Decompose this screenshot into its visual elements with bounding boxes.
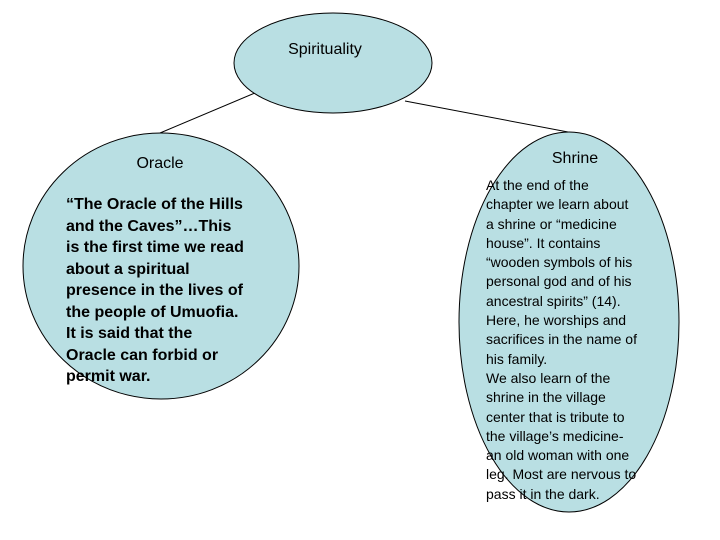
oracle-description: “The Oracle of the Hills and the Caves”…… — [66, 196, 244, 385]
spirituality-label: Spirituality — [288, 41, 362, 58]
shrine-description: At the end of the chapter we learn about… — [486, 177, 637, 502]
shrine-title: Shrine — [551, 150, 599, 167]
oracle-title: Oracle — [136, 155, 184, 172]
node-shrine — [458, 131, 680, 513]
node-spirituality — [233, 12, 433, 114]
connector-root-oracle — [159, 89, 263, 134]
node-oracle — [22, 132, 300, 400]
connector-root-shrine — [404, 100, 569, 133]
